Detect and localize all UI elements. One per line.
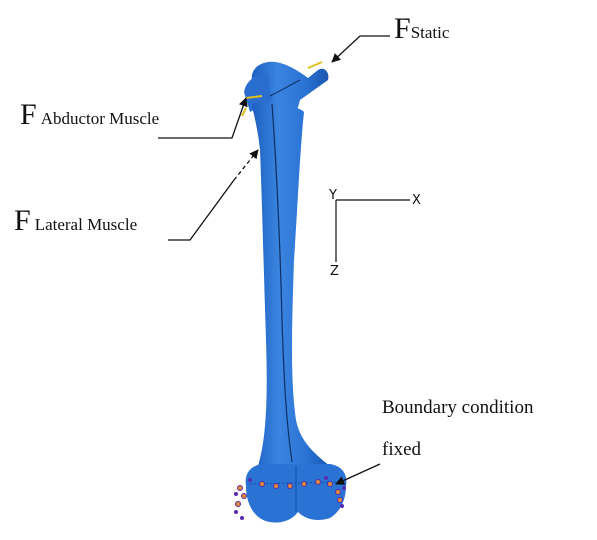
f-static-label: FStatic <box>394 14 449 44</box>
coordinate-triad <box>336 200 410 262</box>
axis-y-label: Y <box>329 188 337 203</box>
f-lateral-arrow <box>234 150 258 180</box>
f-abductor-arrow <box>158 98 246 138</box>
f-lateral-label: F Lateral Muscle <box>14 206 137 236</box>
femur-shaft <box>252 102 330 466</box>
f-lateral-leader <box>168 180 234 240</box>
boundary-label-line2: fixed <box>382 440 421 459</box>
femur-bone <box>244 62 346 523</box>
axis-x-label: X <box>412 193 421 208</box>
f-abductor-label: F Abductor Muscle <box>20 100 159 130</box>
f-static-arrow <box>332 36 390 62</box>
boundary-label-line1: Boundary condition <box>382 398 533 417</box>
axis-z-label: Z <box>330 264 339 279</box>
